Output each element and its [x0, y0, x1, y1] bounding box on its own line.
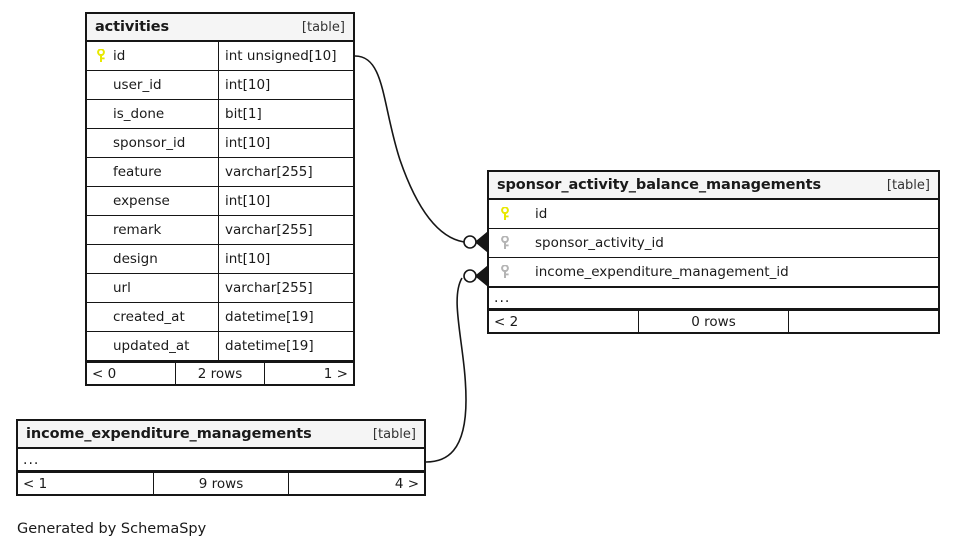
table-type-tag: [table] — [886, 177, 930, 193]
table-row[interactable]: sponsor_id int[10] — [87, 129, 353, 158]
table-title: income_expenditure_managements — [26, 426, 312, 442]
table-node-income-expenditure-managements[interactable]: income_expenditure_managements [table] .… — [16, 419, 426, 496]
primary-key-icon — [497, 206, 513, 222]
column-name-cell: created_at — [87, 303, 218, 331]
table-row[interactable]: id int unsigned[10] — [87, 42, 353, 71]
column-name-text: is_done — [113, 106, 165, 122]
table-header-income-expenditure-managements[interactable]: income_expenditure_managements [table] — [18, 421, 424, 449]
column-name-cell: design — [87, 245, 218, 273]
column-name-cell: id — [87, 42, 218, 70]
table-row[interactable]: sponsor_activity_id — [489, 229, 938, 258]
table-row[interactable]: created_at datetime[19] — [87, 303, 353, 332]
next-relations-button[interactable]: 1 > — [323, 365, 348, 382]
relationship-endpoint-circle-1 — [463, 235, 477, 249]
table-header-sponsor-activity-balance-managements[interactable]: sponsor_activity_balance_managements [ta… — [489, 172, 938, 200]
table-node-sponsor-activity-balance-managements[interactable]: sponsor_activity_balance_managements [ta… — [487, 170, 940, 334]
table-node-activities[interactable]: activities [table] id int unsigned[10] u… — [85, 12, 355, 386]
column-type-cell: int[10] — [218, 187, 353, 215]
column-name-text: updated_at — [113, 338, 190, 354]
primary-key-icon — [93, 48, 109, 64]
column-name-cell: sponsor_id — [87, 129, 218, 157]
column-name-text: feature — [113, 164, 162, 180]
row-count-label: 0 rows — [638, 311, 789, 332]
column-name-text: sponsor_id — [113, 135, 186, 151]
table-row[interactable]: design int[10] — [87, 245, 353, 274]
table-row[interactable]: is_done bit[1] — [87, 100, 353, 129]
table-type-tag: [table] — [372, 426, 416, 442]
column-name-cell: user_id — [87, 71, 218, 99]
more-columns-indicator[interactable]: ... — [489, 287, 938, 309]
table-row[interactable]: remark varchar[255] — [87, 216, 353, 245]
table-footer-sponsor-activity-balance-managements: < 2 0 rows — [489, 309, 938, 332]
column-name-text: created_at — [113, 309, 185, 325]
column-type-cell: varchar[255] — [218, 274, 353, 302]
table-row[interactable]: expense int[10] — [87, 187, 353, 216]
prev-relations-button[interactable]: < 0 — [92, 365, 117, 382]
column-name-cell: url — [87, 274, 218, 302]
column-type-cell: int[10] — [218, 71, 353, 99]
crowsfoot-icon-1 — [475, 231, 488, 253]
column-name-cell: id — [489, 200, 938, 228]
foreign-key-icon — [497, 264, 513, 280]
generated-by-caption: Generated by SchemaSpy — [17, 521, 207, 537]
column-name-cell: sponsor_activity_id — [489, 229, 938, 257]
column-name-cell: is_done — [87, 100, 218, 128]
column-name-text: sponsor_activity_id — [535, 235, 664, 251]
column-name-cell: income_expenditure_management_id — [489, 258, 938, 286]
column-name-cell: feature — [87, 158, 218, 186]
table-footer-income-expenditure-managements: < 1 9 rows 4 > — [18, 471, 424, 494]
next-relations-button[interactable]: 4 > — [394, 475, 420, 492]
table-row[interactable]: url varchar[255] — [87, 274, 353, 303]
crowsfoot-icon-2 — [475, 265, 488, 287]
column-type-cell: int[10] — [218, 129, 353, 157]
column-name-text: url — [113, 280, 131, 296]
table-row[interactable]: feature varchar[255] — [87, 158, 353, 187]
relationship-line-iem-to-sabm — [425, 277, 467, 463]
column-type-cell: int unsigned[10] — [218, 42, 353, 70]
column-name-text: expense — [113, 193, 170, 209]
table-footer-activities: < 0 2 rows 1 > — [87, 361, 353, 384]
column-type-cell: bit[1] — [218, 100, 353, 128]
column-name-text: design — [113, 251, 158, 267]
column-name-text: id — [113, 48, 126, 64]
column-name-text: income_expenditure_management_id — [535, 264, 789, 280]
table-row[interactable]: id — [489, 200, 938, 229]
table-row[interactable]: income_expenditure_management_id — [489, 258, 938, 287]
column-name-cell: updated_at — [87, 332, 218, 360]
row-count-label: 9 rows — [152, 473, 290, 494]
table-header-activities[interactable]: activities [table] — [87, 14, 353, 42]
prev-relations-button[interactable]: < 1 — [23, 475, 48, 492]
column-type-cell: varchar[255] — [218, 216, 353, 244]
column-name-text: user_id — [113, 77, 162, 93]
table-row[interactable]: user_id int[10] — [87, 71, 353, 100]
column-type-cell: varchar[255] — [218, 158, 353, 186]
prev-relations-button[interactable]: < 2 — [494, 313, 519, 330]
table-title: activities — [95, 19, 170, 35]
column-name-text: remark — [113, 222, 162, 238]
next-relations-button[interactable] — [789, 311, 938, 332]
table-title: sponsor_activity_balance_managements — [497, 177, 821, 193]
row-count-label: 2 rows — [175, 363, 265, 384]
column-name-cell: expense — [87, 187, 218, 215]
table-type-tag: [table] — [301, 19, 345, 35]
column-name-text: id — [535, 206, 548, 222]
foreign-key-icon — [497, 235, 513, 251]
relationship-line-activities-to-sabm — [354, 55, 465, 243]
relationship-endpoint-circle-2 — [463, 269, 477, 283]
column-type-cell: datetime[19] — [218, 332, 353, 360]
more-columns-indicator[interactable]: ... — [18, 449, 424, 471]
column-type-cell: datetime[19] — [218, 303, 353, 331]
table-row[interactable]: updated_at datetime[19] — [87, 332, 353, 361]
column-name-cell: remark — [87, 216, 218, 244]
column-type-cell: int[10] — [218, 245, 353, 273]
